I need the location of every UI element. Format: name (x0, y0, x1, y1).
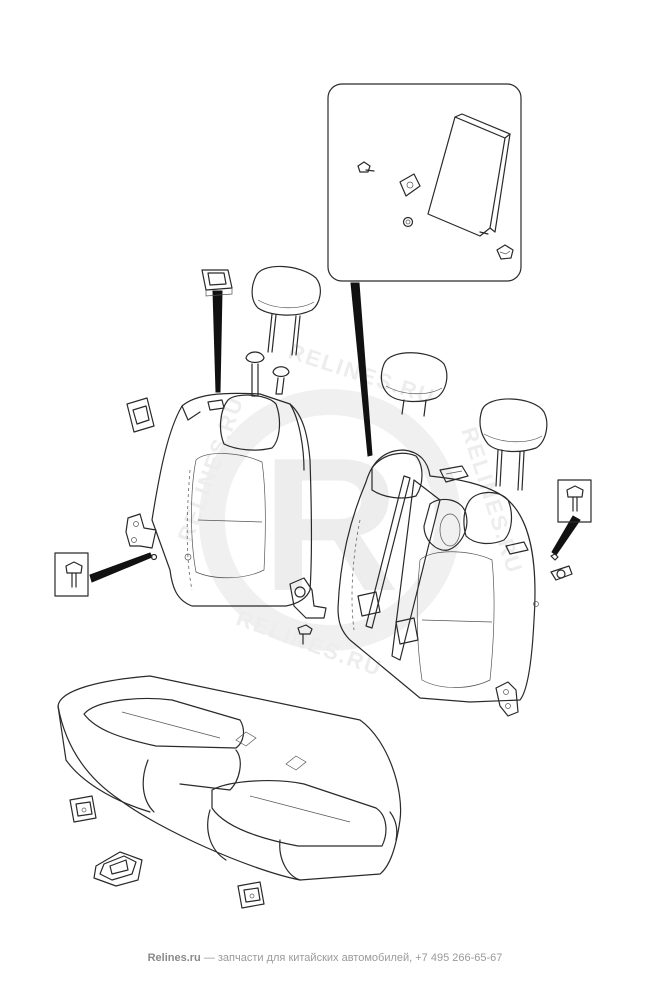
armrest-detail-inset (327, 83, 522, 282)
center-hinge-bracket (289, 577, 327, 645)
bolt-callout-left (54, 552, 89, 597)
seatback-latch-plate-left (126, 397, 155, 433)
relines-watermark: R RELINES.RU RELINES.RU RELINES.RU RELIN… (173, 339, 528, 682)
headrest-guide-pins (245, 351, 290, 397)
center-headrest (380, 352, 448, 417)
watermark-letter: R (262, 419, 401, 631)
cushion-clip-right (237, 881, 265, 909)
footer-brand[interactable]: Relines.ru (147, 952, 201, 964)
right-hinge-bracket (495, 681, 519, 717)
left-headrest (251, 265, 321, 356)
belt-guide-cover (439, 465, 469, 483)
footer: Relines.ru — запчасти для китайских авто… (0, 952, 650, 964)
seatbelt-buckle-housing (93, 851, 143, 887)
leader-lines (89, 282, 581, 583)
left-seatback (151, 392, 313, 607)
seat-cushion (57, 675, 402, 881)
footer-tagline: — запчасти для китайских автомобилей, +7… (203, 952, 503, 964)
latch-cover-top (201, 269, 233, 297)
right-headrest (479, 398, 548, 491)
right-seatback-with-belt (337, 449, 539, 703)
left-hinge-bracket (125, 513, 158, 561)
bolt-callout-right (557, 479, 592, 523)
cushion-clip-left (69, 795, 97, 823)
right-side-bolts (550, 553, 573, 581)
